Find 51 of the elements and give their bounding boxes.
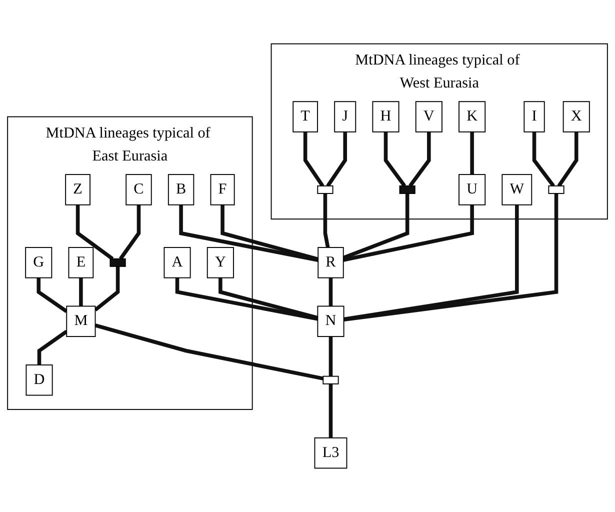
connector: [76, 204, 114, 260]
node-box: H: [372, 101, 400, 132]
node-box: L3: [314, 437, 348, 469]
node-box: X: [562, 101, 590, 132]
connector: [303, 132, 324, 187]
connector: [94, 266, 120, 312]
connector: [36, 278, 68, 313]
node-box: [110, 258, 126, 267]
node-box: Y: [206, 247, 234, 278]
node-box: [399, 185, 416, 194]
connector: [408, 132, 431, 188]
node-box: [317, 185, 334, 194]
connector: [532, 132, 555, 188]
connector: [328, 278, 333, 306]
node-box: D: [26, 364, 53, 396]
connector: [323, 193, 330, 248]
connector: [342, 193, 410, 260]
node-box: G: [25, 247, 52, 278]
node-box: I: [524, 101, 545, 132]
connector: [557, 132, 578, 187]
node-box: U: [458, 174, 486, 206]
node-box: V: [415, 101, 442, 132]
connector: [326, 132, 347, 187]
connector: [94, 324, 324, 380]
node-box: C: [126, 174, 152, 206]
node-box: M: [66, 306, 96, 337]
node-box: R: [318, 247, 344, 278]
connector: [179, 204, 318, 262]
node-box: W: [502, 174, 532, 206]
connector: [342, 204, 474, 262]
node-box: N: [317, 306, 344, 337]
node-box: K: [458, 101, 486, 132]
node-box: A: [164, 247, 191, 278]
connector: [37, 330, 68, 365]
node-box: F: [210, 174, 235, 206]
connector: [175, 278, 318, 321]
connector: [344, 193, 558, 322]
node-box: T: [292, 101, 318, 132]
connector: [384, 132, 406, 188]
node-box: E: [68, 247, 94, 278]
node-box: B: [168, 174, 194, 206]
connector: [328, 384, 333, 438]
connector: [328, 336, 333, 376]
node-box: J: [334, 101, 356, 132]
connector: [470, 132, 474, 175]
connector: [218, 278, 318, 320]
node-box: Z: [65, 174, 90, 206]
connector: [79, 278, 83, 306]
node-box: [548, 185, 564, 194]
node-box: [322, 376, 339, 384]
connector: [118, 204, 141, 260]
